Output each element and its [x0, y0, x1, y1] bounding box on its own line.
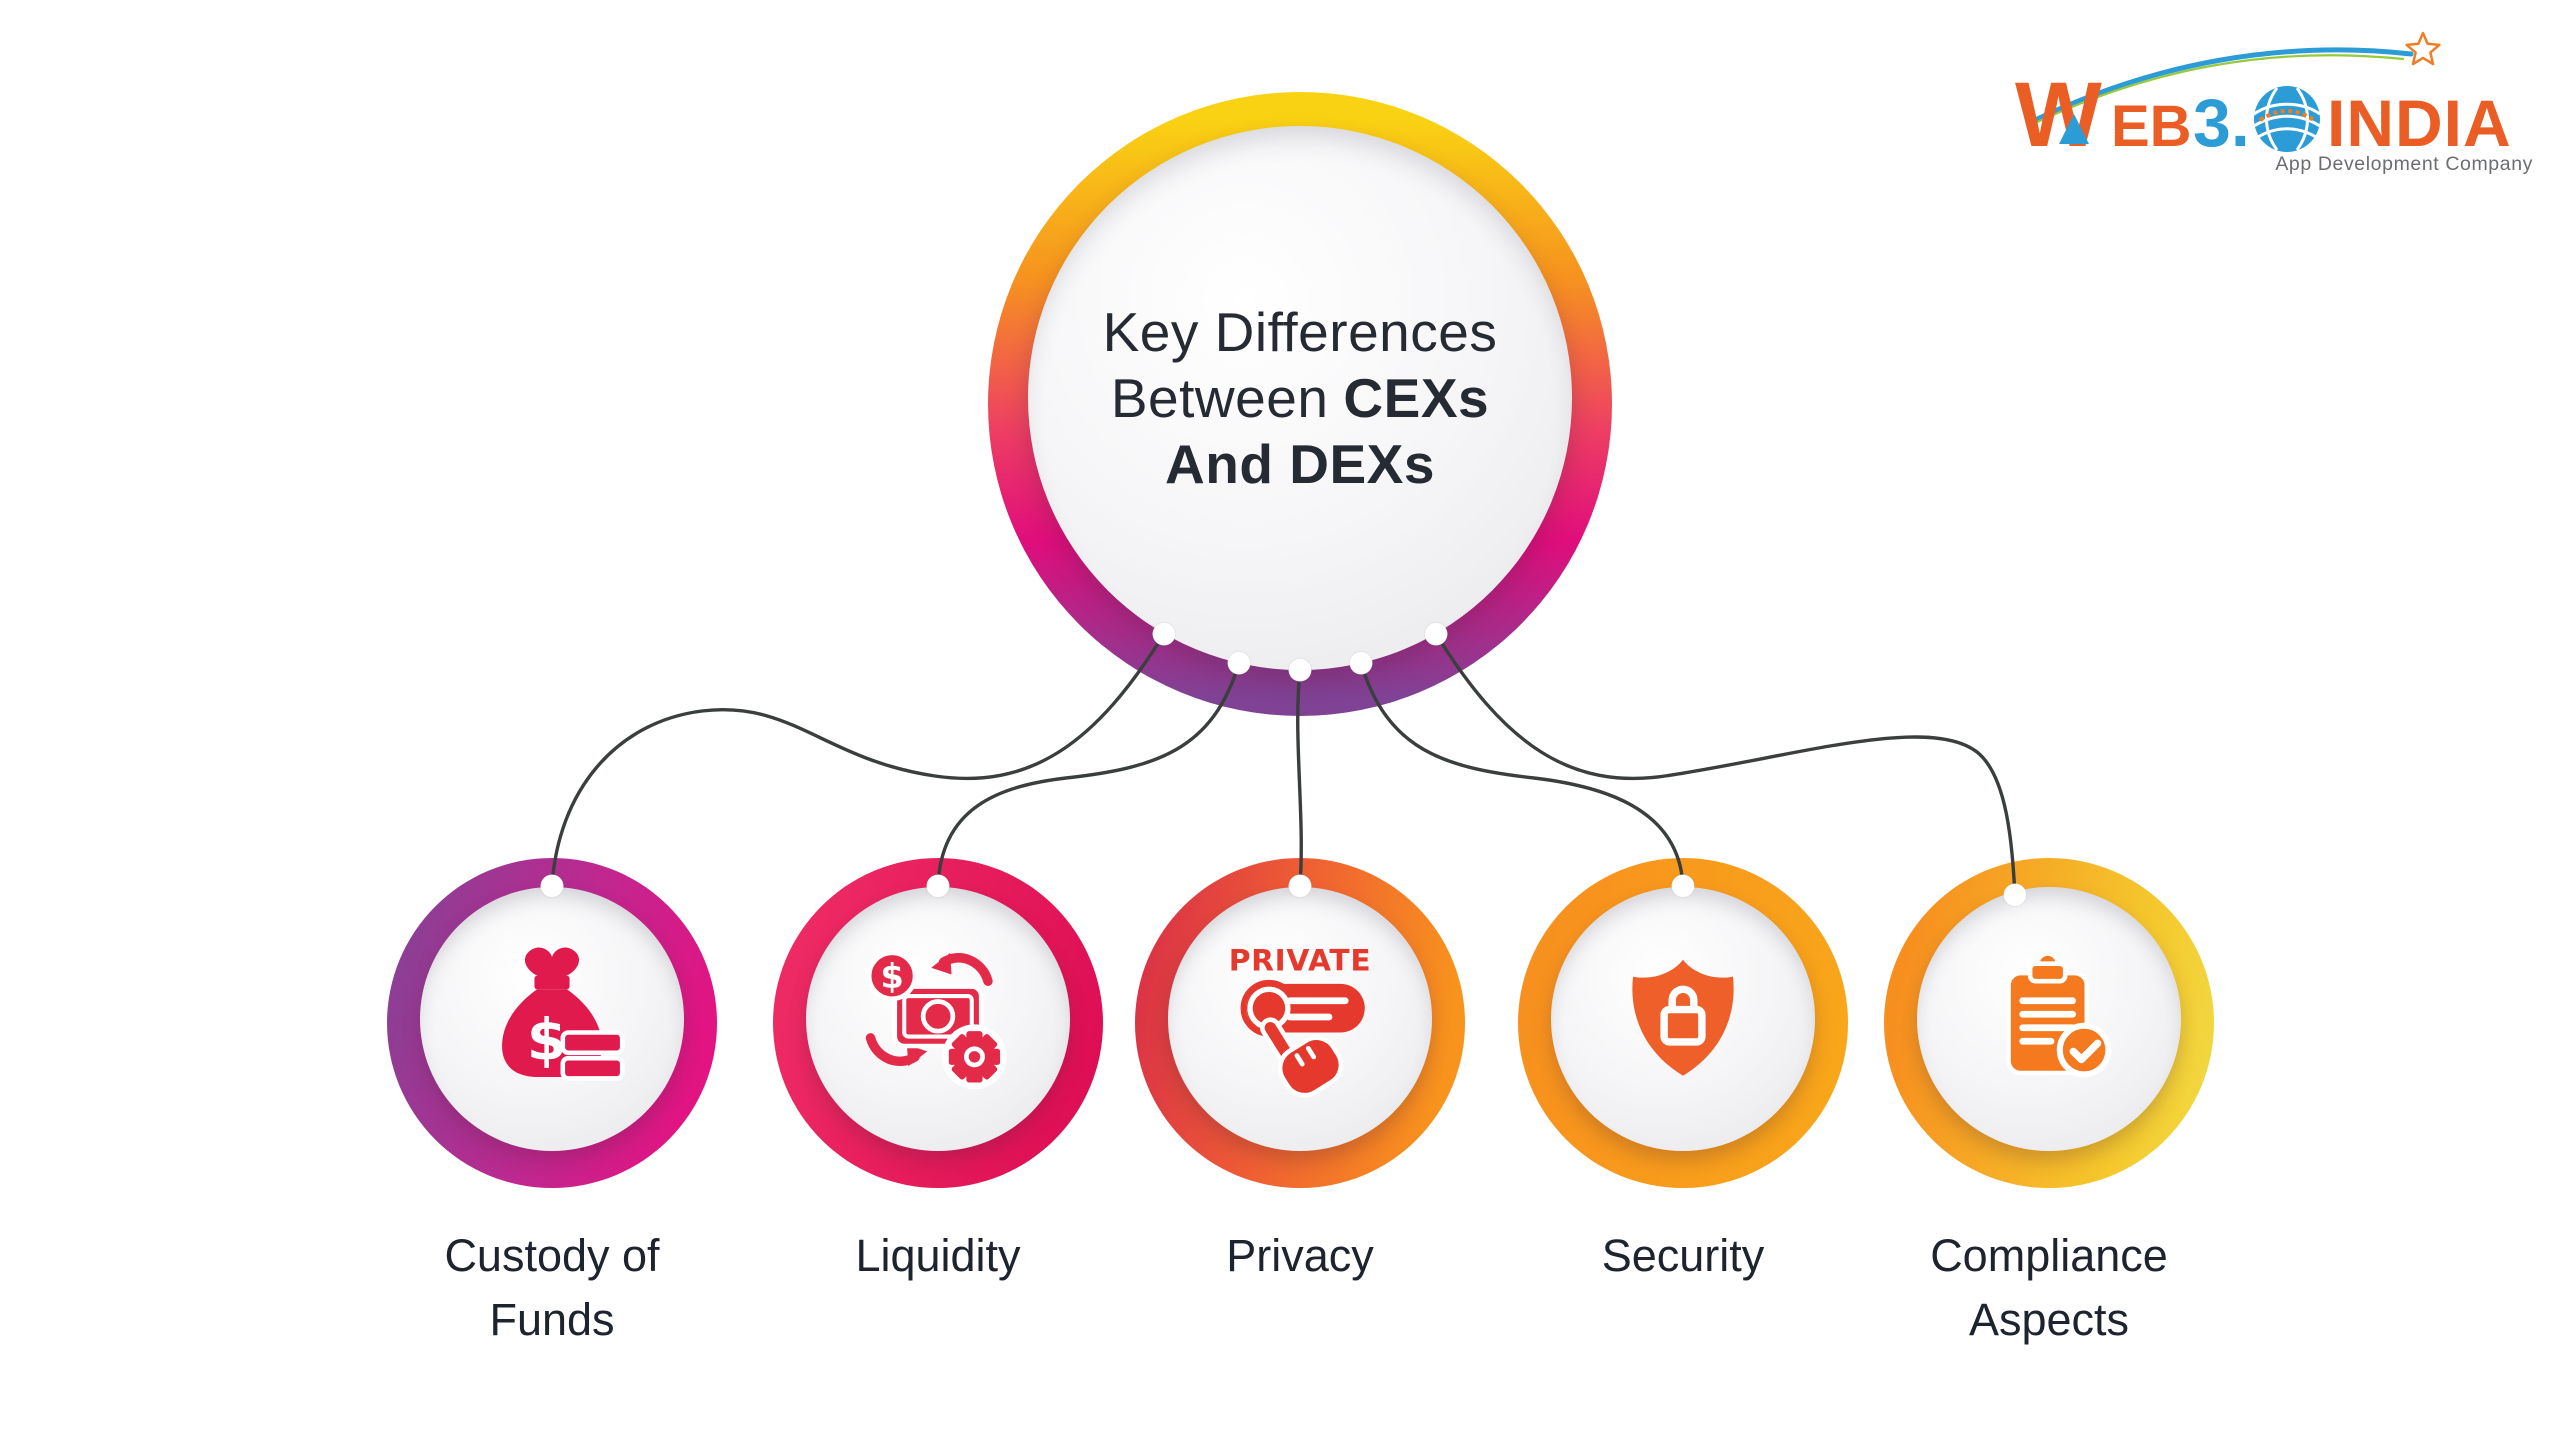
logo-swoosh-icon — [2028, 47, 2414, 125]
node-inner-circle — [1551, 887, 1815, 1151]
title-line-1: Key Differences — [1102, 301, 1498, 363]
title-between: Between — [1110, 367, 1329, 429]
node-security — [1518, 858, 1848, 1188]
title-cexs: CEXs — [1343, 367, 1490, 429]
node-label-liquidity: Liquidity — [855, 1230, 1021, 1281]
web3india-logo: W EB 3. INDIA App Development Company — [2015, 31, 2533, 175]
coin-dollar-glyph: $ — [880, 957, 903, 996]
title-line-3: And DEXs — [1165, 433, 1435, 495]
logo-text-india: INDIA — [2327, 86, 2512, 160]
node-compliance-aspects — [1884, 858, 2214, 1188]
shield-lock-icon — [1632, 959, 1734, 1076]
node-custody-of-funds: $ — [387, 858, 717, 1188]
node-label-compliance: Compliance Aspects — [1930, 1230, 2168, 1345]
logo-text-eb: EB — [2111, 94, 2192, 159]
money-exchange-icon: $ — [865, 950, 1007, 1090]
private-button-icon: PRIVATE — [1229, 943, 1372, 1098]
logo-star-icon — [2405, 31, 2441, 66]
node-liquidity: $ — [773, 858, 1103, 1188]
node-label-security: Security — [1601, 1230, 1765, 1281]
logo-tagline: App Development Company — [2275, 153, 2533, 175]
logo-w-triangle-icon — [2059, 114, 2089, 144]
clipboard-check-icon — [2006, 951, 2112, 1078]
node-label-custody: Custody of Funds — [444, 1230, 660, 1345]
logo-globe-icon — [2253, 86, 2321, 152]
node-inner-circle — [1917, 887, 2181, 1151]
node-inner-circle: $ — [806, 887, 1070, 1151]
node-label-privacy: Privacy — [1226, 1230, 1374, 1281]
node-inner-circle: $ — [420, 887, 684, 1151]
logo-text-w: W — [2015, 64, 2102, 166]
node-inner-circle: PRIVATE — [1168, 887, 1432, 1151]
node-privacy: PRIVATE — [1135, 858, 1465, 1188]
pointer-hand-icon — [1260, 1017, 1344, 1098]
gear-icon — [942, 1024, 1007, 1090]
money-bag-icon: $ — [502, 947, 625, 1081]
logo-text-number: 3. — [2193, 85, 2250, 161]
logo-swoosh-green-icon — [2029, 54, 2405, 127]
dollar-glyph: $ — [527, 1008, 566, 1074]
private-label: PRIVATE — [1229, 943, 1372, 978]
